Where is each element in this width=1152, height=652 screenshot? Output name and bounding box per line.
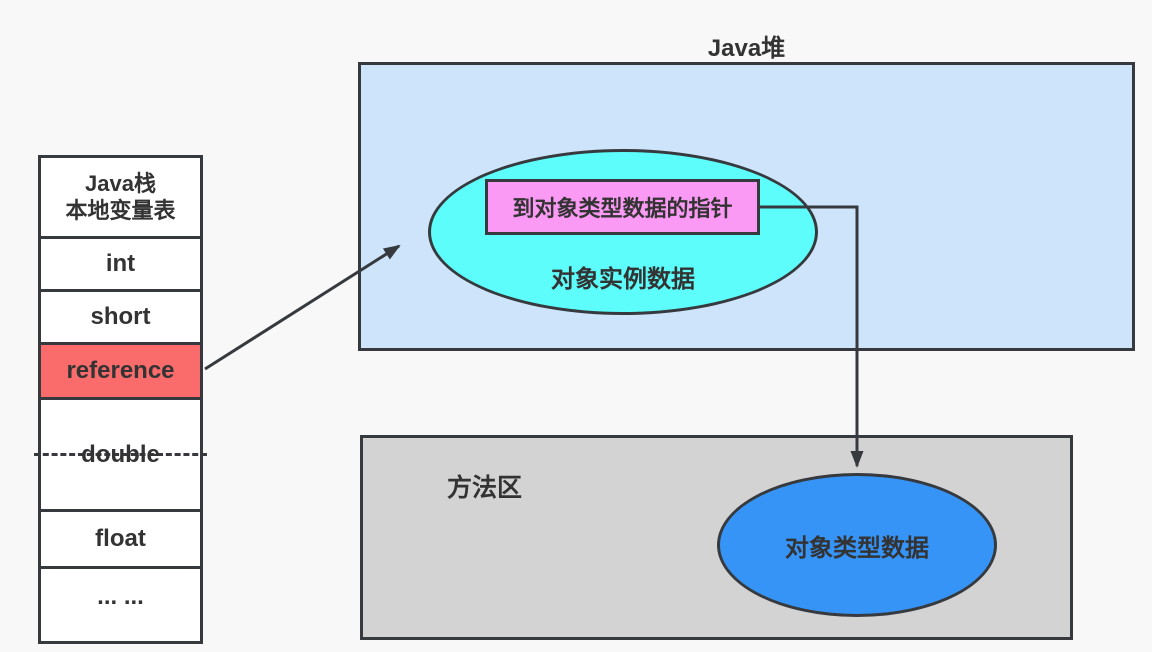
table-cell-label: double [81, 440, 160, 468]
table-cell-label: float [95, 525, 146, 552]
local-variable-table: Java栈 本地变量表 int short reference double f… [34, 155, 207, 644]
object-instance-label: 对象实例数据 [551, 266, 695, 293]
table-cell-label: int [105, 250, 136, 277]
type-pointer-box: 到对象类型数据的指针 [485, 179, 760, 235]
table-row-ellipsis: ... ... [41, 569, 200, 641]
table-row-int: int [41, 239, 200, 292]
method-area-title: 方法区 [447, 474, 523, 502]
table-cell-label: short [90, 303, 151, 330]
table-row-reference: reference [41, 345, 200, 400]
table-cell-label: ... ... [97, 583, 144, 610]
table-header-line2: 本地变量表 [65, 198, 176, 223]
table-cell-label: reference [66, 357, 175, 384]
table-row-float: float [41, 512, 200, 569]
type-pointer-label: 到对象类型数据的指针 [512, 196, 733, 221]
object-type-ellipse: 对象类型数据 [717, 473, 997, 617]
table-row-short: short [41, 292, 200, 345]
table-row-double: double [34, 400, 207, 512]
heap-title: Java堆 [707, 35, 786, 62]
table-header-line1: Java栈 [85, 171, 156, 196]
object-type-label: 对象类型数据 [785, 534, 929, 562]
table-header: Java栈 本地变量表 [41, 158, 200, 239]
